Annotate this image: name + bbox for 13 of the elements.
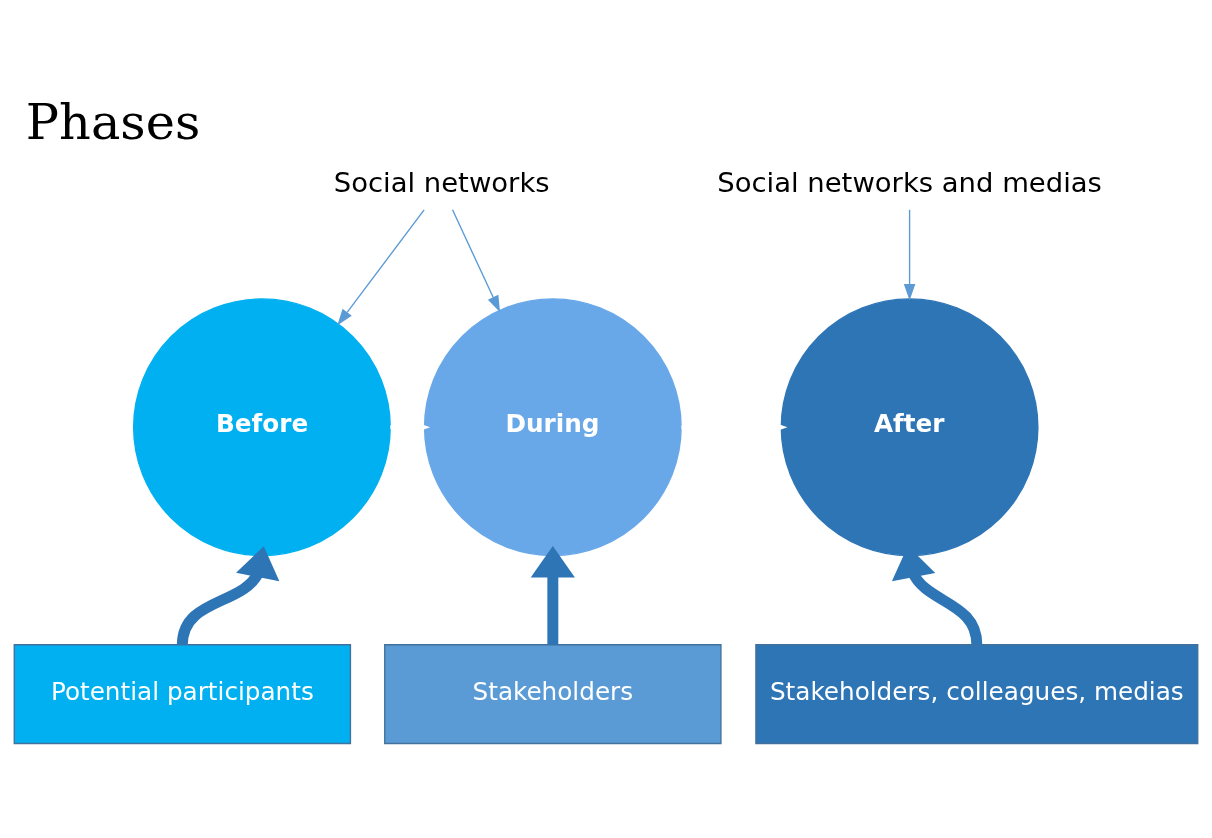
arrow (530, 545, 575, 645)
diagram-title: Phases (25, 93, 201, 152)
arrow (337, 209, 425, 326)
arrow (451, 209, 501, 313)
node-box: Stakeholders (384, 644, 722, 745)
node-circle: After (780, 298, 1039, 557)
node-box: Potential participants (13, 644, 352, 745)
node-text: Social networks (333, 166, 550, 198)
node-circle: Before (132, 298, 391, 557)
arrow (903, 209, 916, 301)
node-circle: During (423, 298, 682, 557)
node-text: Social networks and medias (717, 166, 1102, 198)
node-box: Stakeholders, colleagues, medias (755, 644, 1199, 745)
